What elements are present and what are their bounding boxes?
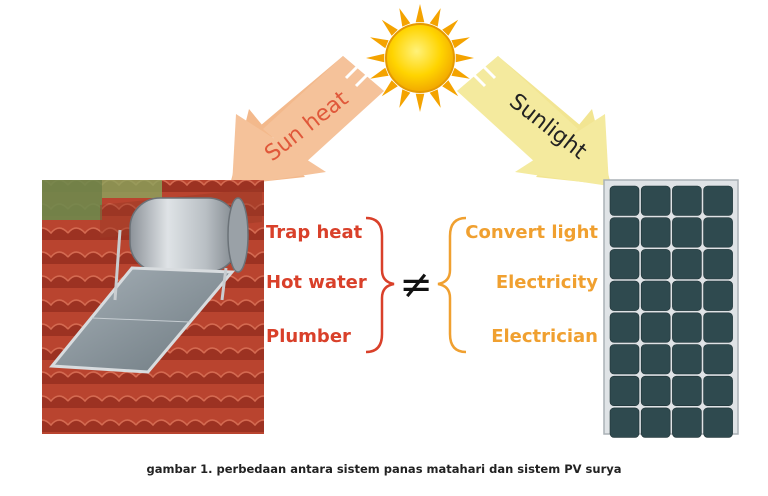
- pv-cell: [672, 312, 702, 343]
- pv-cell: [703, 217, 733, 248]
- pv-cell: [672, 375, 702, 407]
- pv-cell: [640, 280, 671, 311]
- right-label-electricity: Electricity: [495, 272, 598, 293]
- left-label-hot-water: Hot water: [266, 272, 367, 293]
- pv-cell: [609, 375, 640, 407]
- pv-cell: [609, 249, 640, 280]
- pv-cell: [672, 407, 702, 438]
- sun-ray: [442, 19, 459, 36]
- left-brace: [365, 216, 395, 354]
- pv-cell: [703, 249, 733, 280]
- pv-cell: [672, 217, 702, 248]
- pv-cell: [703, 280, 733, 311]
- sun-heat-arrow-head: [232, 114, 326, 186]
- solar-water-heater-image: [42, 180, 264, 434]
- not-equal-symbol: ≠: [399, 262, 433, 308]
- pv-cell: [703, 344, 733, 375]
- right-label-convert-light: Convert light: [465, 222, 598, 243]
- sun-ray: [429, 8, 441, 27]
- pv-cell: [640, 407, 671, 438]
- pv-cell: [609, 344, 640, 375]
- pv-cell: [640, 185, 671, 216]
- sun-ray: [399, 8, 411, 27]
- figure-caption: gambar 1. perbedaan antara sistem panas …: [146, 462, 622, 476]
- sun-ray: [381, 19, 398, 36]
- sun-heat-arrow-body: [263, 56, 384, 164]
- left-label-trap-heat: Trap heat: [266, 222, 363, 243]
- pv-cell: [640, 312, 671, 343]
- pv-solar-panel-image: [603, 179, 739, 438]
- pv-cell: [672, 249, 702, 280]
- pv-cell: [609, 217, 640, 248]
- pv-cell: [640, 375, 671, 407]
- pv-cell: [609, 280, 640, 311]
- sunlight-arrow-body: [457, 56, 578, 164]
- sun-ray: [415, 93, 425, 112]
- sunlight-arrow-head: [515, 114, 609, 186]
- sun-icon: [366, 4, 474, 112]
- sun-ray: [381, 80, 398, 97]
- pv-cell: [703, 407, 733, 438]
- pv-cell: [609, 185, 640, 216]
- pv-cell: [672, 344, 702, 375]
- sun-ray: [415, 4, 425, 23]
- sun-ray: [366, 53, 385, 63]
- sun-ray: [370, 67, 389, 79]
- pv-cell: [640, 249, 671, 280]
- right-label-electrician: Electrician: [491, 326, 598, 347]
- pv-cell: [703, 185, 733, 216]
- right-brace: [437, 216, 467, 354]
- sun-ray: [451, 37, 470, 49]
- sun-ray: [442, 80, 459, 97]
- pv-cell: [609, 312, 640, 343]
- pv-cell: [640, 217, 671, 248]
- pv-cell: [703, 375, 733, 407]
- pv-cell: [672, 185, 702, 216]
- sun-ray: [455, 53, 474, 63]
- pv-cell: [672, 280, 702, 311]
- sun-ray: [399, 89, 411, 108]
- sun-ray: [429, 89, 441, 108]
- pv-cell: [640, 344, 671, 375]
- pv-cell: [609, 407, 640, 438]
- sun-ray: [451, 67, 470, 79]
- pv-cell: [703, 312, 733, 343]
- left-label-plumber: Plumber: [266, 326, 351, 347]
- sun-ray: [370, 37, 389, 49]
